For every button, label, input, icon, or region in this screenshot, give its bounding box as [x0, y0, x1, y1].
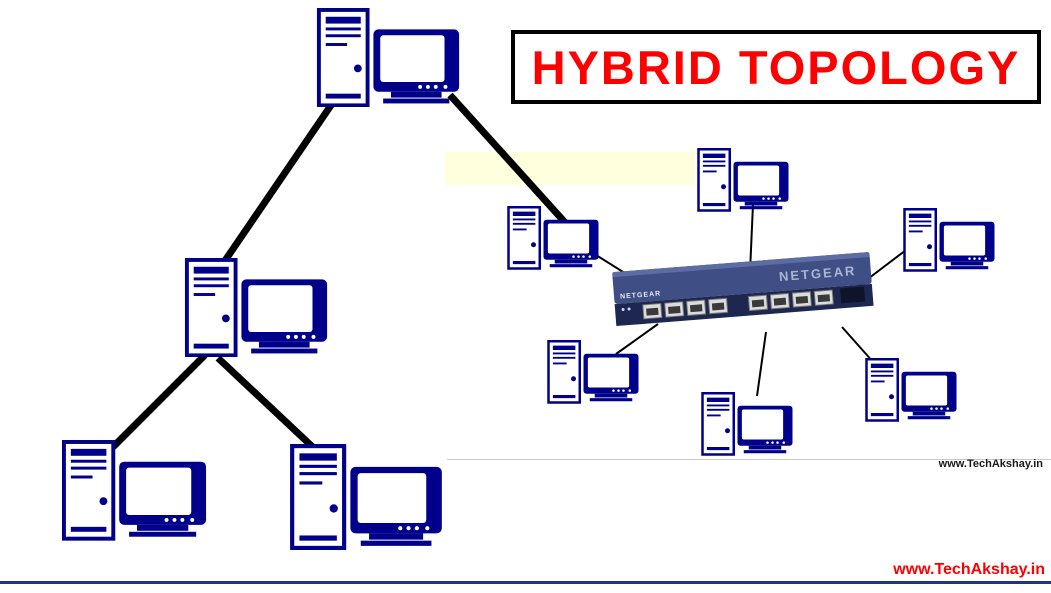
title-box: HYBRID TOPOLOGY [511, 30, 1041, 104]
edge-tree-root-mid [217, 93, 341, 270]
network-switch: NETGEAR NETGEAR [610, 246, 877, 336]
computer-icon [507, 206, 600, 270]
highlight-rect [445, 152, 695, 185]
computer-node-star-lower-right [864, 358, 959, 422]
edge-switch-pc-lower-left [615, 323, 659, 355]
computer-icon [701, 392, 794, 456]
computer-node-star-upper-right [902, 208, 997, 272]
edge-tree-mid-leaf-left [109, 352, 208, 451]
computer-icon [61, 440, 209, 541]
network-switch-icon: NETGEAR NETGEAR [612, 252, 874, 327]
edge-tree-mid-leaf-right [215, 355, 321, 455]
switch-brand-label: NETGEAR [778, 263, 857, 284]
computer-icon [184, 258, 330, 358]
computer-icon [316, 8, 462, 108]
switch-ports [621, 286, 866, 320]
computer-icon [288, 444, 446, 550]
computer-node-tree-mid [183, 258, 331, 358]
computer-icon [865, 358, 958, 422]
computer-node-tree-leaf-right [288, 444, 446, 550]
computer-node-star-upper-left [506, 206, 601, 270]
computer-node-star-bottom [700, 392, 795, 456]
computer-node-star-lower-left [546, 340, 641, 404]
computer-icon [697, 148, 790, 212]
computer-icon [547, 340, 640, 404]
watermark-bottom: www.TechAkshay.in [893, 561, 1045, 578]
computer-node-tree-root [315, 8, 463, 108]
bottom-rule [0, 581, 1051, 584]
computer-icon [903, 208, 996, 272]
switch-brand-small: NETGEAR [620, 290, 662, 300]
computer-node-tree-leaf-left [60, 440, 210, 541]
watermark-mid: www.TechAkshay.in [938, 458, 1043, 470]
edge-switch-pc-bottom [756, 331, 767, 397]
edge-switch-pc-top [749, 203, 754, 273]
divider-line [447, 459, 1051, 460]
edge-tree-root-star [447, 92, 573, 231]
computer-node-star-top [696, 148, 791, 212]
page-title: HYBRID TOPOLOGY [531, 40, 1021, 94]
